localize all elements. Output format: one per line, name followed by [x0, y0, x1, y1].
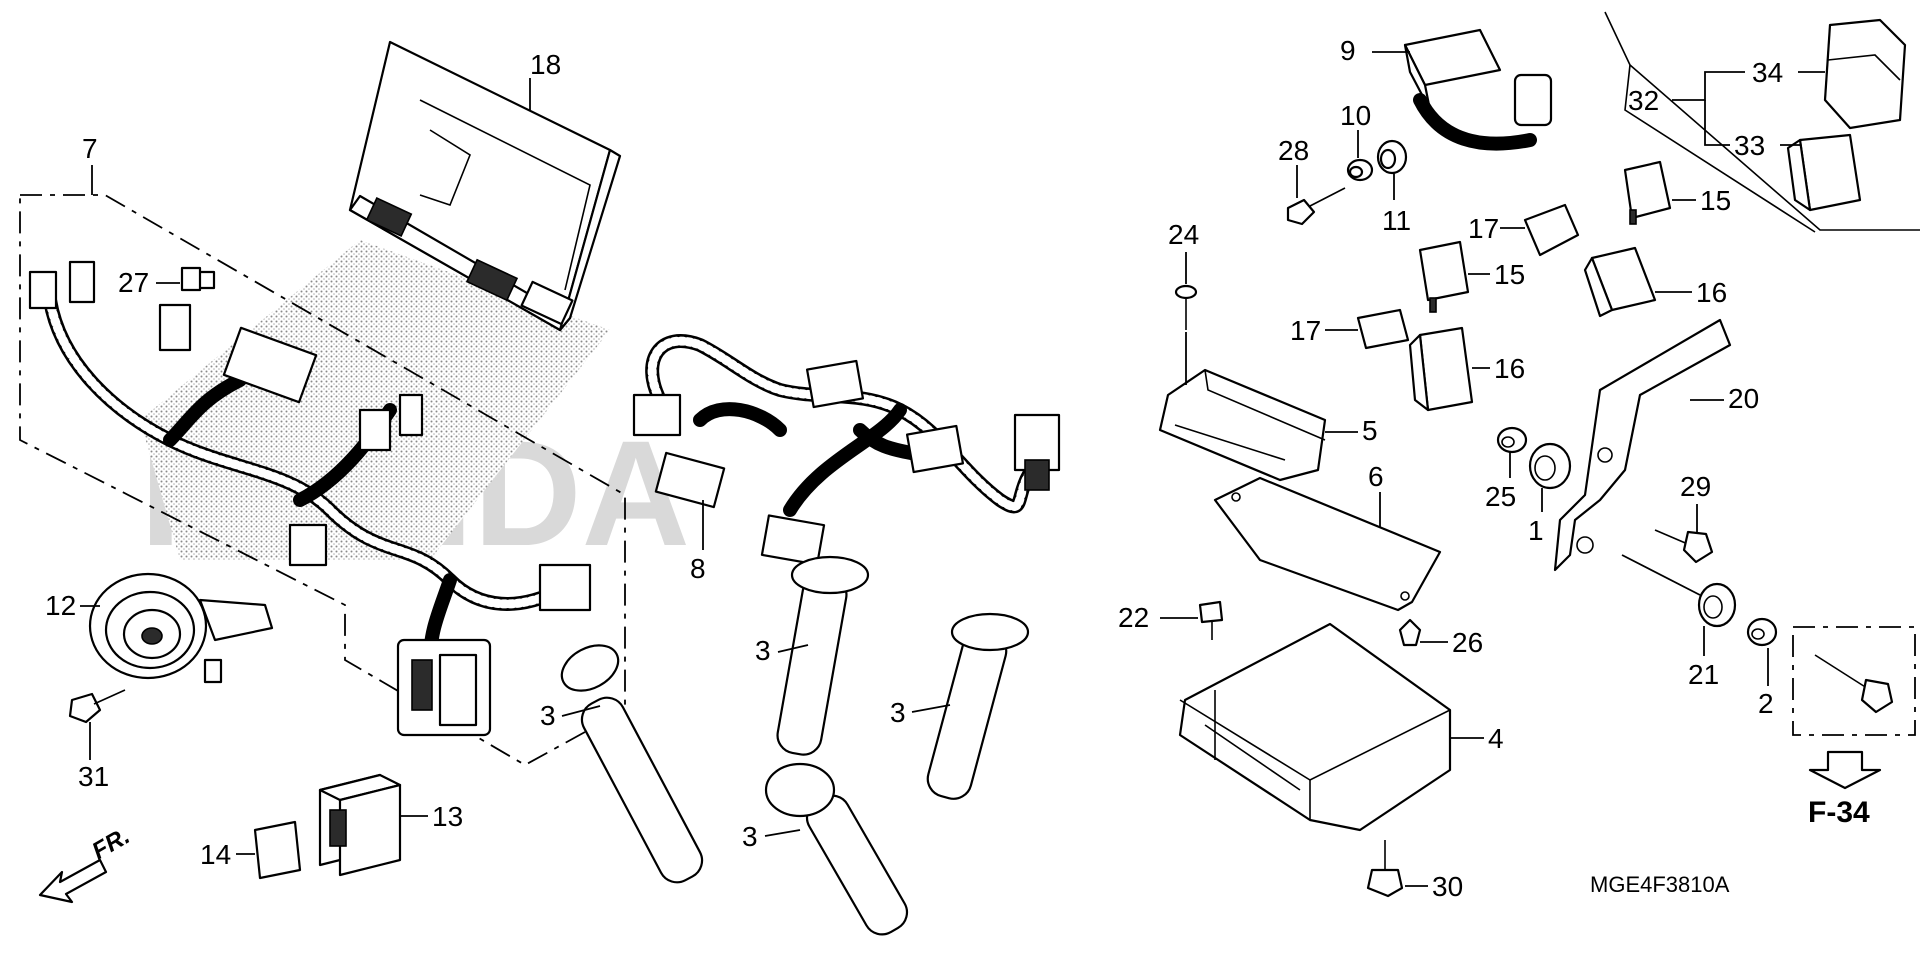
part-17-cover-b[interactable] — [1356, 308, 1410, 350]
callout-24: 24 — [1168, 219, 1199, 250]
part-15-relay-a[interactable] — [1623, 160, 1672, 225]
part-16-socket-a[interactable] — [1583, 246, 1657, 318]
part-33-relay[interactable] — [1786, 133, 1862, 212]
part-25-collar[interactable] — [1496, 426, 1528, 454]
part-17-cover-a[interactable] — [1523, 203, 1580, 257]
callout-16b: 16 — [1494, 353, 1525, 384]
part-18-ecu[interactable] — [140, 40, 622, 560]
part-31-bolt[interactable] — [68, 689, 126, 724]
part-12-horn[interactable] — [88, 572, 274, 684]
callout-31: 31 — [78, 761, 109, 792]
callout-8: 8 — [690, 553, 706, 584]
part-29-bolt[interactable] — [1654, 529, 1714, 564]
part-3-coil-b[interactable] — [775, 555, 870, 757]
part-20-bracket[interactable] — [1553, 318, 1732, 572]
callout-9: 9 — [1340, 35, 1356, 66]
callout-15b: 15 — [1494, 259, 1525, 290]
callout-26: 26 — [1452, 627, 1483, 658]
callout-3c: 3 — [890, 697, 906, 728]
callout-12: 12 — [45, 590, 76, 621]
part-27-clip[interactable] — [180, 266, 216, 292]
part-11-rubber[interactable] — [1376, 139, 1408, 175]
part-5-fuse-box[interactable] — [1158, 332, 1327, 482]
part-22-clip[interactable] — [1198, 600, 1224, 640]
part-30-bolt[interactable] — [1366, 840, 1404, 898]
part-4-regulator[interactable] — [1178, 622, 1452, 832]
callout-3d: 3 — [742, 821, 758, 852]
part-26-nut[interactable] — [1398, 618, 1422, 647]
part-34-relay[interactable] — [1823, 18, 1907, 130]
part-16-socket-b[interactable] — [1408, 326, 1474, 412]
reference-arrow — [1808, 750, 1882, 790]
callout-11: 11 — [1382, 205, 1411, 236]
reference-bolt — [1814, 654, 1894, 714]
callout-28: 28 — [1278, 135, 1309, 166]
callout-29: 29 — [1680, 471, 1711, 502]
callout-21: 21 — [1688, 659, 1719, 690]
callout-33: 33 — [1734, 130, 1765, 161]
part-8-ignition-harness[interactable] — [632, 334, 1061, 566]
relay-group-outline — [1604, 11, 1920, 231]
callout-3b: 3 — [755, 635, 771, 666]
callout-18: 18 — [530, 49, 561, 80]
callout-1: 1 — [1528, 515, 1544, 546]
frame-reference[interactable]: F-34 — [1808, 796, 1870, 829]
part-9-sensor[interactable] — [1403, 28, 1553, 151]
front-label: FR. — [88, 822, 135, 865]
callout-2: 2 — [1758, 688, 1774, 719]
callout-13: 13 — [432, 801, 463, 832]
callout-32: 32 — [1628, 85, 1659, 116]
part-1-rubber[interactable] — [1528, 442, 1572, 490]
part-3-coil-c[interactable] — [924, 612, 1030, 803]
callout-15a: 15 — [1700, 185, 1731, 216]
reference-box — [1792, 626, 1916, 736]
callout-3a: 3 — [540, 700, 556, 731]
callout-5: 5 — [1362, 415, 1378, 446]
part-2-collar[interactable] — [1746, 617, 1778, 647]
callout-25: 25 — [1485, 481, 1516, 512]
part-14-cover[interactable] — [253, 820, 302, 880]
callout-34: 34 — [1752, 57, 1783, 88]
callout-4: 4 — [1488, 723, 1504, 754]
callout-6: 6 — [1368, 461, 1384, 492]
diagram-code: MGE4F3810A — [1590, 872, 1730, 897]
part-3-coil-d[interactable] — [764, 762, 914, 941]
callout-27: 27 — [118, 267, 149, 298]
part-21-rubber[interactable] — [1697, 582, 1737, 628]
part-10-collar[interactable] — [1346, 158, 1374, 182]
sub-harness-outline — [19, 194, 626, 767]
callout-30: 30 — [1432, 871, 1463, 902]
part-3-coil-a[interactable] — [554, 636, 708, 888]
part-28-bolt[interactable] — [1286, 187, 1346, 226]
part-7-sub-harness[interactable] — [28, 260, 592, 737]
callout-14: 14 — [200, 839, 231, 870]
callout-22: 22 — [1118, 602, 1149, 633]
callout-17b: 17 — [1290, 315, 1321, 346]
callout-10: 10 — [1340, 100, 1371, 131]
callout-17a: 17 — [1468, 213, 1499, 244]
part-15-relay-b[interactable] — [1418, 240, 1470, 313]
part-13-relay[interactable] — [318, 773, 402, 877]
callout-7: 7 — [82, 133, 98, 164]
front-direction-arrow — [38, 858, 108, 904]
callout-16a: 16 — [1696, 277, 1727, 308]
part-24-screw[interactable] — [1174, 284, 1198, 330]
callout-20: 20 — [1728, 383, 1759, 414]
part-6-cover[interactable] — [1213, 476, 1442, 612]
